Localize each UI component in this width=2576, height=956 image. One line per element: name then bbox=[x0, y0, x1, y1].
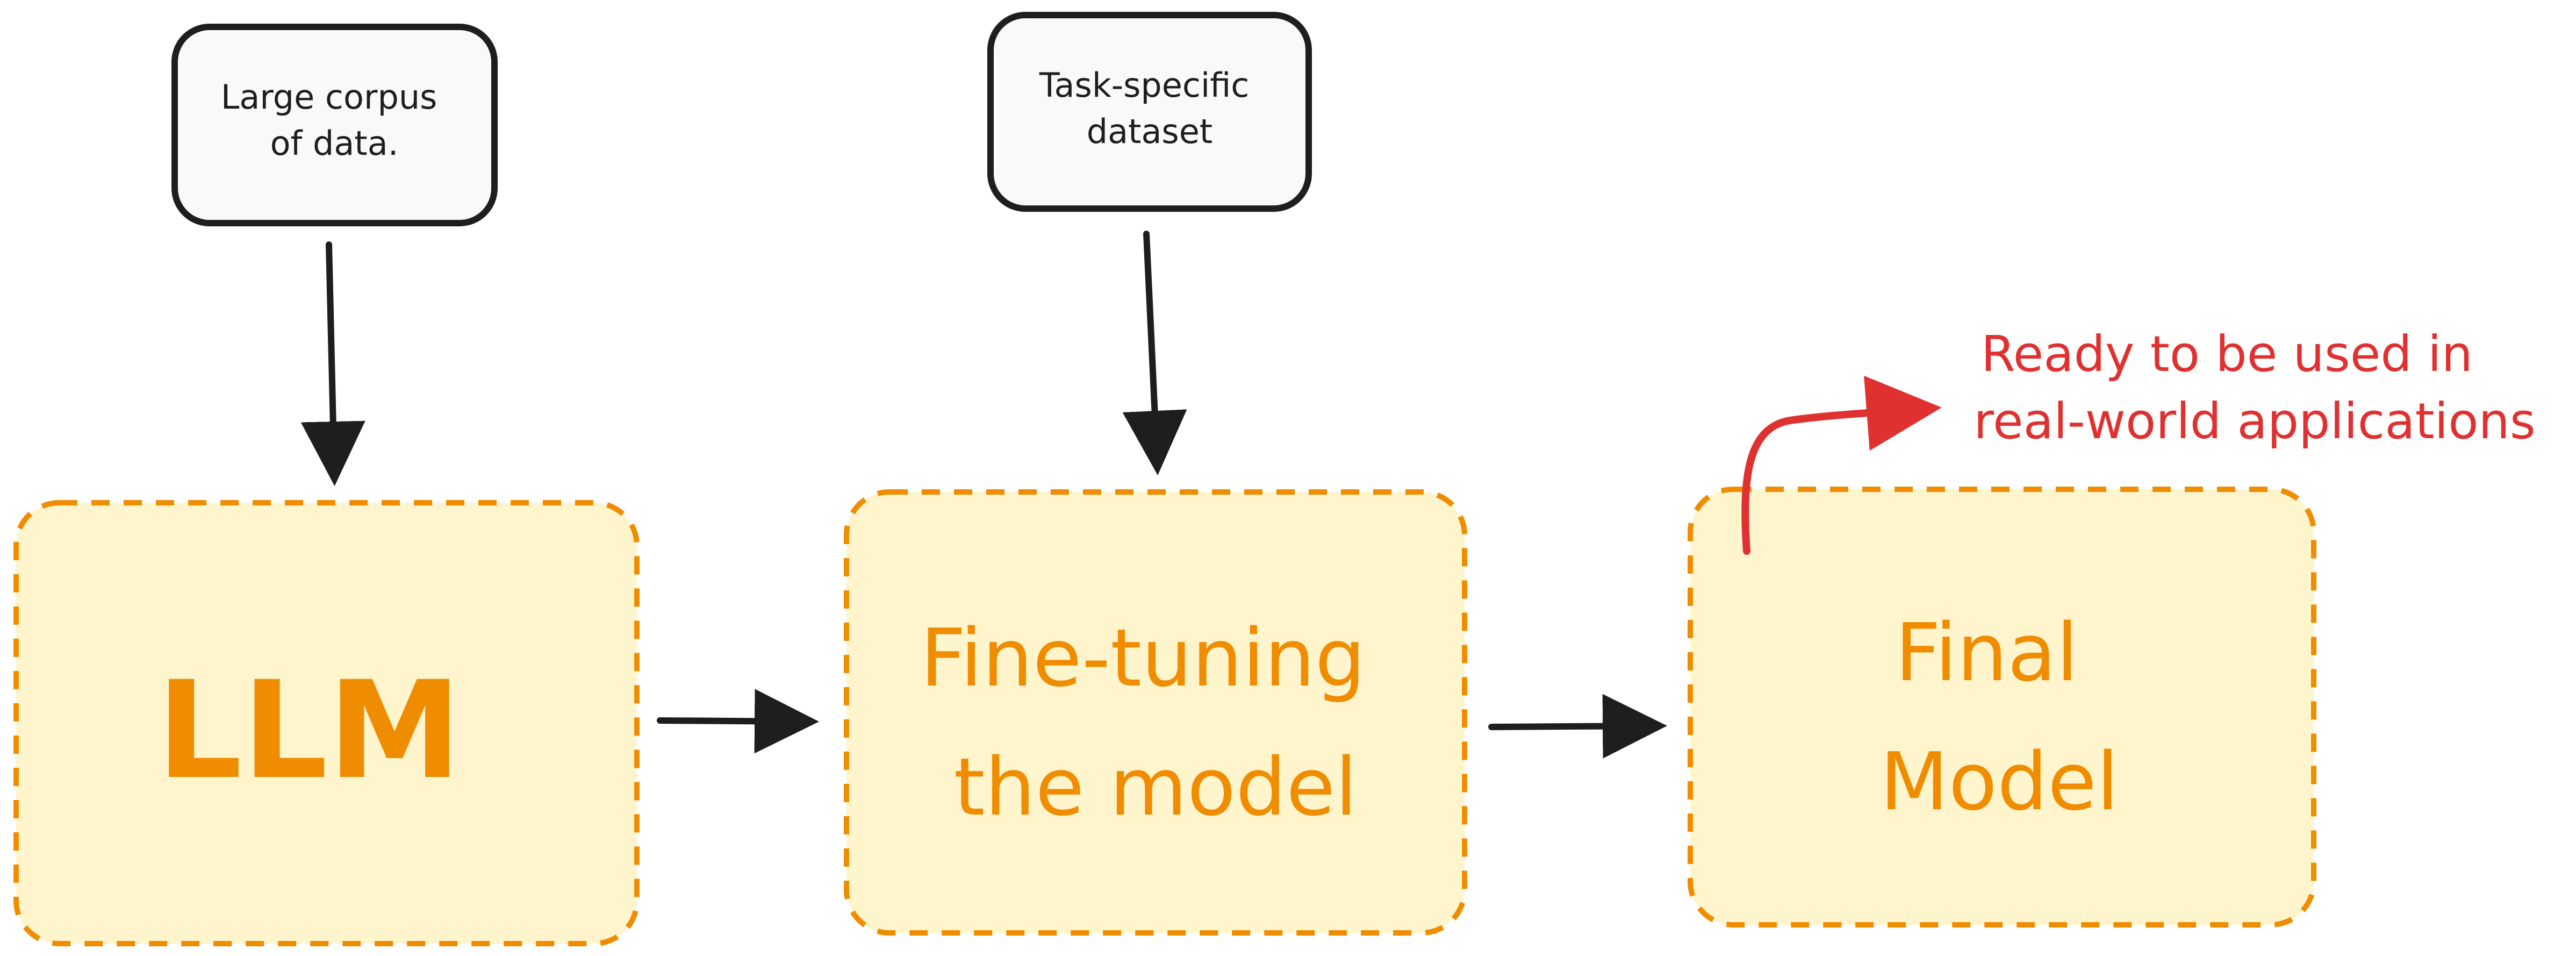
input-box-corpus: Large corpus of data. bbox=[171, 24, 498, 226]
stage-final-label: Final Model bbox=[1880, 607, 2119, 828]
input-box-corpus-frame bbox=[171, 24, 498, 226]
stage-finetune-line1: Fine-tuning bbox=[920, 612, 1365, 704]
input-box-corpus-line1: Large corpus bbox=[221, 77, 437, 117]
input-box-corpus-label: Large corpus of data. bbox=[221, 77, 448, 163]
arrow-finetune-to-final bbox=[1488, 694, 1667, 759]
stage-final-frame bbox=[1688, 487, 2316, 928]
arrow-final-to-note bbox=[1741, 375, 1942, 555]
input-box-dataset-line2: dataset bbox=[1087, 112, 1212, 151]
stage-llm-frame bbox=[13, 500, 640, 946]
input-box-corpus-line2: of data. bbox=[270, 124, 399, 163]
stage-final-line1: Final bbox=[1895, 607, 2078, 699]
stage-finetune-label: Fine-tuning the model bbox=[920, 612, 1390, 833]
input-box-dataset: Task-specific dataset bbox=[987, 12, 1312, 212]
stage-finetune-line2: the model bbox=[954, 741, 1358, 833]
arrow-llm-to-finetune bbox=[657, 689, 819, 754]
arrow-corpus-to-llm bbox=[300, 241, 365, 486]
input-box-dataset-label: Task-specific dataset bbox=[1039, 66, 1260, 151]
deployment-note: Ready to be used in real-world applicati… bbox=[1974, 325, 2536, 450]
stage-final-line2: Model bbox=[1880, 736, 2119, 828]
input-box-dataset-line1: Task-specific bbox=[1039, 66, 1249, 105]
stage-llm: LLM bbox=[13, 500, 640, 946]
stage-finetune: Fine-tuning the model bbox=[844, 489, 1467, 936]
stage-finetune-frame bbox=[844, 489, 1467, 936]
deployment-note-line2: real-world applications bbox=[1974, 393, 2536, 450]
input-box-dataset-frame bbox=[987, 12, 1312, 212]
stage-final: Final Model bbox=[1688, 487, 2316, 928]
arrow-dataset-to-finetune bbox=[1122, 231, 1187, 475]
stage-llm-label: LLM bbox=[156, 652, 461, 809]
deployment-note-line1: Ready to be used in bbox=[1981, 325, 2473, 383]
